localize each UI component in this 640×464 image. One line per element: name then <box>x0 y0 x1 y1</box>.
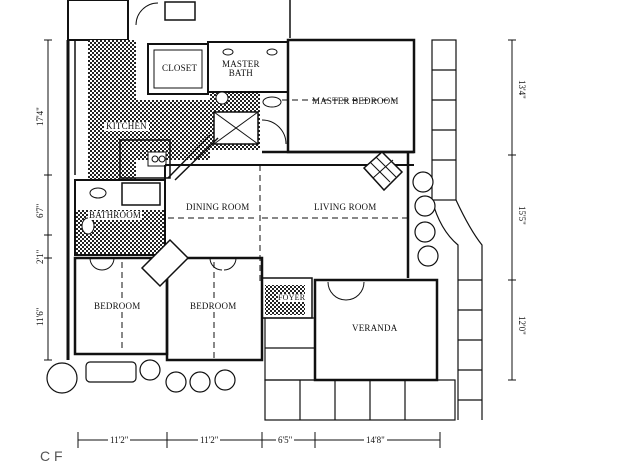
kitchen-tile-floor <box>88 40 136 180</box>
dimension-bottom-4: 14'8" <box>364 435 387 445</box>
bathtub <box>121 182 161 206</box>
fireplace <box>362 150 404 192</box>
dimension-left-2: 6'7" <box>35 203 45 218</box>
dimension-right-2: 15'5" <box>517 206 527 225</box>
paver-walkway <box>264 39 483 421</box>
dimension-left-1: 17'4" <box>35 107 45 126</box>
room-label-kitchen: KITCHEN <box>104 121 149 131</box>
shrubs <box>46 171 439 394</box>
room-label-veranda: VERANDA <box>352 323 398 333</box>
kitchen-counter <box>119 139 171 179</box>
dimension-left-4: 11'6" <box>35 307 45 326</box>
room-label-living-room: LIVING ROOM <box>314 202 377 212</box>
dimension-right-3: 12'0" <box>517 316 527 335</box>
dimension-bottom-2: 11'2" <box>198 435 221 445</box>
room-label-master-bath: MASTER BATH <box>222 59 260 78</box>
room-label-dining-room: DINING ROOM <box>186 202 250 212</box>
dimension-right-1: 13'4" <box>517 80 527 99</box>
room-label-closet: CLOSET <box>162 63 198 73</box>
top-fixture <box>164 1 196 21</box>
caption-text: C F <box>40 448 63 464</box>
room-label-bedroom-1: BEDROOM <box>94 301 141 311</box>
dimension-left-3: 2'1" <box>35 249 45 264</box>
room-label-master-bedroom: MASTER BEDROOM <box>312 96 399 106</box>
dimension-bottom-3: 6'5" <box>276 435 295 445</box>
room-label-foyer: FOYER <box>278 293 306 302</box>
room-label-bedroom-2: BEDROOM <box>190 301 237 311</box>
room-label-bathroom: BATHROOM <box>88 210 143 220</box>
upper-wall-block <box>67 0 129 41</box>
dimension-bottom-1: 11'2" <box>108 435 131 445</box>
